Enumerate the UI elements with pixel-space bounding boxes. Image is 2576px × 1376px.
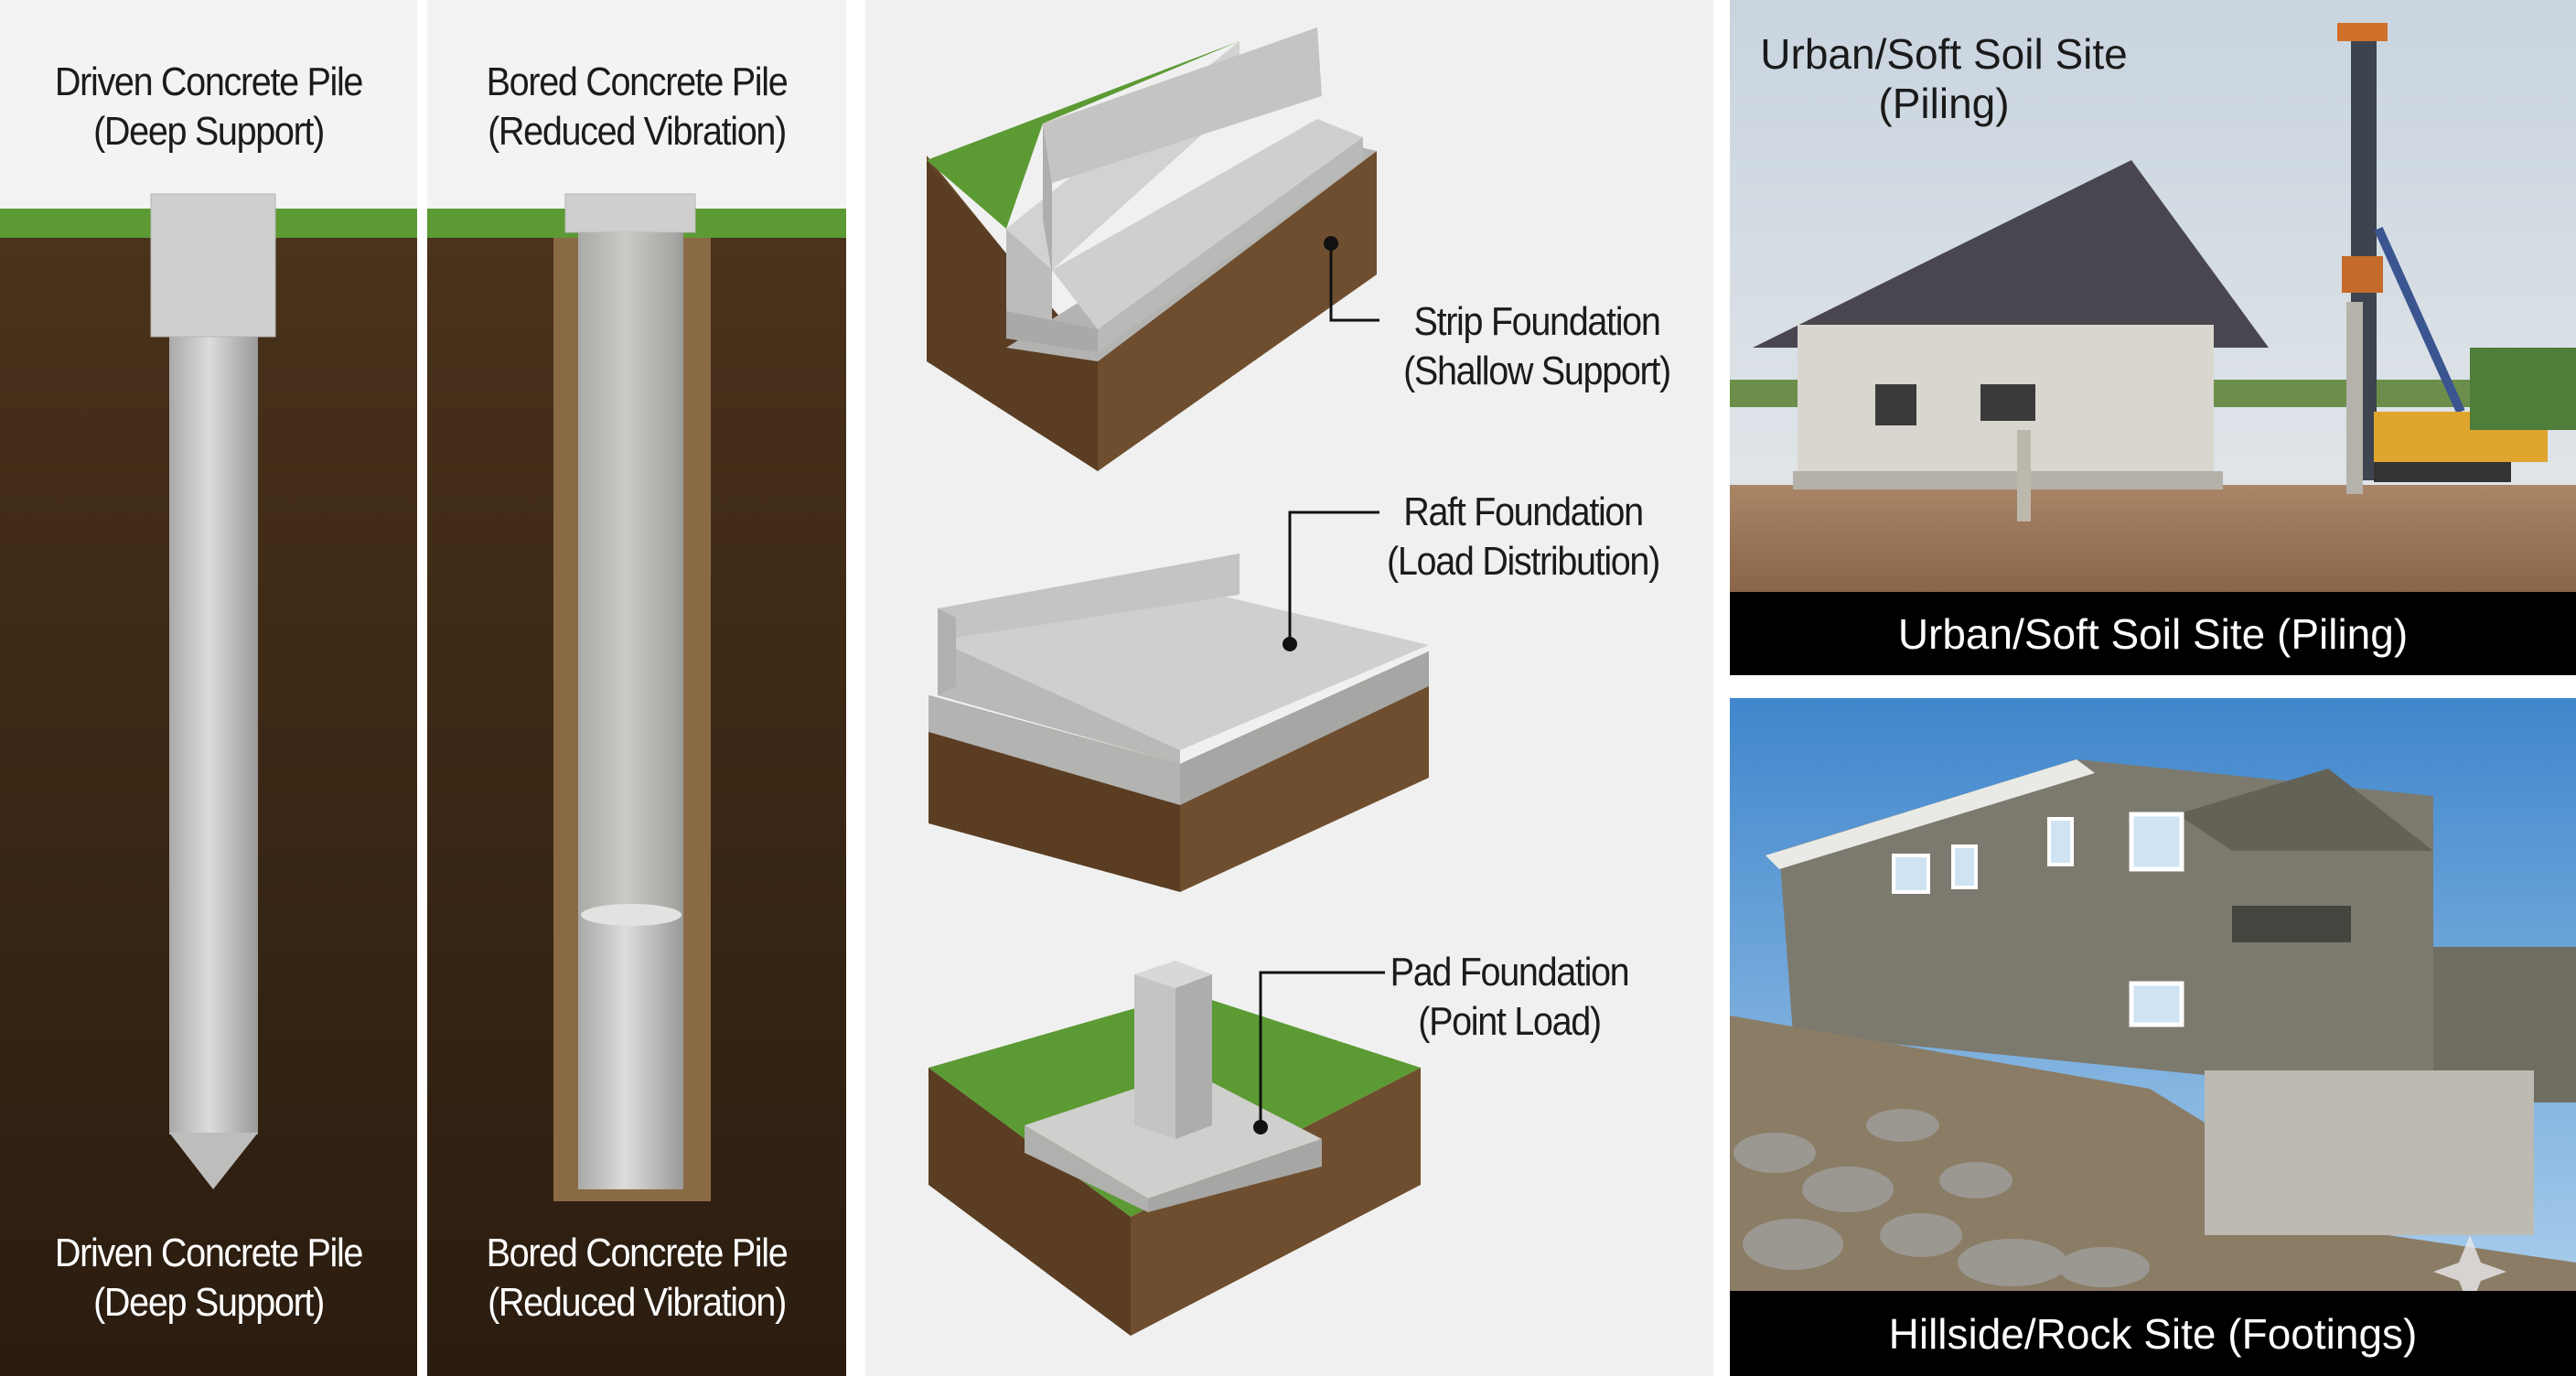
pad-foundation-subtitle: (Point Load) (1418, 999, 1602, 1044)
strip-foundation-diagram (927, 27, 1377, 471)
sparkle-watermark-icon (2433, 1235, 2506, 1308)
strip-leader-line (1329, 243, 1379, 322)
bored-pile-panel (427, 0, 846, 1376)
raft-leader-line (1288, 511, 1379, 644)
raft-slab-top (938, 595, 1429, 750)
urban-photo-caption: Urban/Soft Soil Site (Piling) (1730, 592, 2576, 675)
driven-pile-cap (150, 193, 276, 338)
driven-pile-panel (0, 0, 417, 1376)
bored-pile-casing (585, 233, 676, 915)
raft-foundation-title: Raft Foundation (1403, 489, 1644, 534)
raft-leader-dot (1283, 637, 1297, 651)
bored-pile-cap (564, 193, 696, 233)
concrete-footing-wall (2205, 1070, 2534, 1235)
driven-pile-title: Driven Concrete Pile (54, 59, 364, 104)
urban-site-photo (1730, 0, 2576, 592)
raft-foundation-subtitle: (Load Distribution) (1387, 539, 1660, 584)
bored-pile-title: Bored Concrete Pile (486, 59, 789, 104)
leader-lines (1259, 243, 1385, 1127)
strip-grass (927, 41, 1240, 229)
panel-divider (417, 0, 427, 1376)
hillside-photo-caption: Hillside/Rock Site (Footings) (1730, 1291, 2576, 1376)
raft-foundation-diagram (928, 554, 1429, 892)
bored-pile-caption-subtitle: (Reduced Vibration) (488, 1280, 787, 1325)
urban-photo-title: Urban/Soft Soil Site (1760, 30, 2128, 78)
bored-pile-subtitle: (Reduced Vibration) (488, 109, 787, 154)
shallow-foundations-panel (865, 0, 1713, 1376)
strip-wall (1043, 27, 1322, 183)
pad-foundation-diagram (928, 961, 1421, 1336)
pad-foundation-title: Pad Foundation (1390, 950, 1630, 994)
driven-pile-subtitle: (Deep Support) (93, 109, 325, 154)
bored-pile-top-section (581, 904, 682, 926)
raft-upstand-wall (938, 554, 1240, 640)
driven-pile-shaft (169, 329, 258, 1134)
strip-leader-dot (1324, 236, 1338, 251)
hillside-site-photo (1730, 698, 2576, 1308)
driven-pile-tip (169, 1133, 258, 1189)
bored-pile-caption-title: Bored Concrete Pile (486, 1231, 789, 1275)
bored-pile-shaft (578, 229, 683, 1189)
strip-foundation-subtitle: (Shallow Support) (1403, 349, 1671, 393)
pile-column (2346, 302, 2363, 494)
driven-pile-caption-subtitle: (Deep Support) (93, 1280, 325, 1325)
strip-footing-top (1052, 119, 1363, 329)
pad-leader-line (1259, 971, 1385, 1127)
driven-pile-caption-title: Driven Concrete Pile (54, 1231, 364, 1275)
pad-leader-dot (1253, 1120, 1268, 1134)
urban-photo-subtitle: (Piling) (1878, 80, 2010, 127)
strip-foundation-title: Strip Foundation (1413, 299, 1661, 344)
rocks (1733, 1109, 2150, 1287)
pad-column (1134, 974, 1175, 1139)
house-roof (1753, 160, 2269, 348)
